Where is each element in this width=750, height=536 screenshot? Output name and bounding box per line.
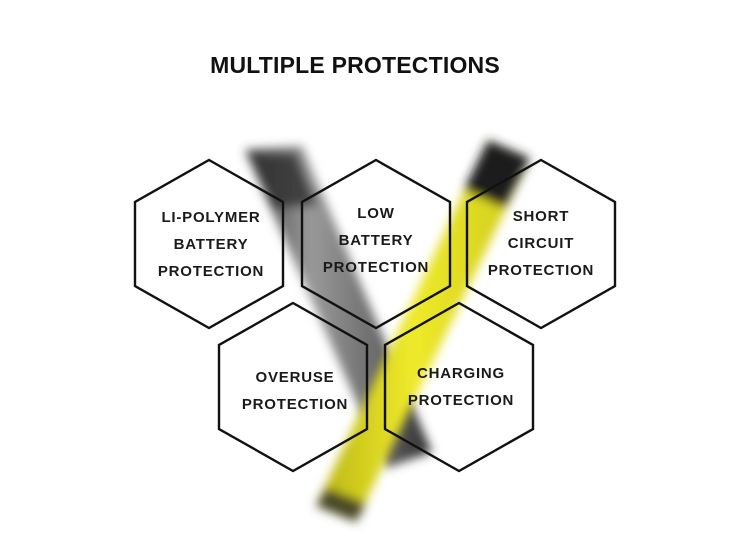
- label-line: PROTECTION: [157, 263, 265, 280]
- protection-label-overuse: OVERUSE PROTECTION: [215, 364, 375, 418]
- protection-label-li-polymer: LI-POLYMER BATTERY PROTECTION: [131, 204, 291, 285]
- label-line: CIRCUIT: [507, 235, 575, 252]
- label-line: BATTERY: [173, 236, 249, 253]
- label-line: LI-POLYMER: [161, 209, 261, 226]
- yellow-device-image: [316, 140, 530, 522]
- label-line: OVERUSE: [255, 369, 335, 386]
- label-line: LOW: [357, 205, 395, 222]
- label-line: PROTECTION: [487, 262, 595, 279]
- protection-label-short-circuit: SHORT CIRCUIT PROTECTION: [461, 203, 621, 284]
- page-title: MULTIPLE PROTECTIONS: [210, 52, 500, 78]
- hexagon-short-circuit: [465, 158, 617, 330]
- label-line: CHARGING: [416, 365, 506, 382]
- hexagon-li-polymer: [133, 158, 285, 330]
- protection-label-charging: CHARGING PROTECTION: [381, 360, 541, 414]
- hexagon-overuse: [217, 301, 369, 473]
- label-line: PROTECTION: [407, 392, 515, 409]
- hexagon-low-battery: [300, 158, 452, 330]
- label-line: PROTECTION: [322, 259, 430, 276]
- protection-label-low-battery: LOW BATTERY PROTECTION: [296, 200, 456, 281]
- label-line: BATTERY: [338, 232, 414, 249]
- hexagon-charging: [383, 301, 535, 473]
- label-line: SHORT: [512, 208, 570, 225]
- label-line: PROTECTION: [241, 396, 349, 413]
